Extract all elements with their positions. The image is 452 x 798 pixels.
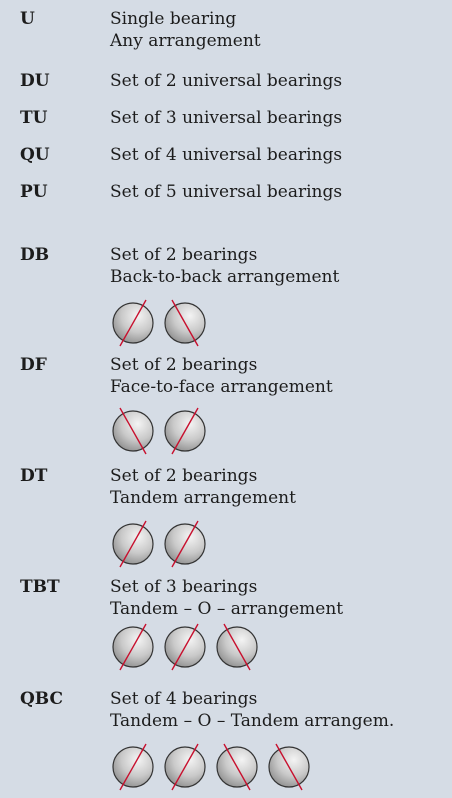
description-line-1: Set of 5 universal bearings: [110, 182, 343, 202]
description-line-2: Any arrangement: [110, 31, 261, 51]
contact-angle-line: [119, 299, 147, 347]
designation-code: DF: [20, 355, 47, 375]
contact-angle-line: [223, 743, 251, 791]
description-line-2: Tandem – O – arrangement: [110, 599, 344, 619]
bearing-ball-right-contact: [164, 520, 206, 568]
description: Set of 4 bearings Tandem – O – Tandem ar…: [110, 688, 394, 732]
contact-angle-line: [171, 623, 199, 671]
bearing-diagram: [110, 406, 214, 456]
contact-angle-line: [223, 623, 251, 671]
designation-code: TU: [20, 108, 48, 128]
bearing-ball-right-contact: [112, 623, 154, 671]
description-line-1: Set of 4 universal bearings: [110, 145, 343, 165]
description: Set of 4 universal bearings: [110, 144, 342, 166]
designation-code: PU: [20, 182, 48, 202]
description-line-1: Set of 3 universal bearings: [110, 108, 343, 128]
bearing-diagram: [110, 298, 214, 348]
description-line-1: Set of 2 bearings: [110, 466, 258, 486]
description: Set of 2 bearings Tandem arrangement: [110, 465, 296, 509]
designation-code: QBC: [20, 689, 64, 709]
bearing-ball-left-contact: [216, 623, 258, 671]
bearing-ball-right-contact: [112, 520, 154, 568]
description: Set of 2 bearings Back-to-back arrangeme…: [110, 244, 339, 288]
description-line-2: Tandem – O – Tandem arrangem.: [110, 711, 395, 731]
bearing-ball-right-contact: [112, 743, 154, 791]
bearing-diagram: [110, 622, 266, 672]
description: Set of 2 universal bearings: [110, 70, 342, 92]
description-line-1: Set of 2 universal bearings: [110, 71, 343, 91]
bearing-ball-right-contact: [164, 623, 206, 671]
bearing-ball-right-contact: [164, 407, 206, 455]
bearing-diagram: [110, 742, 318, 792]
contact-angle-line: [119, 623, 147, 671]
bearing-ball-right-contact: [164, 743, 206, 791]
designation-code: DT: [20, 466, 48, 486]
contact-angle-line: [171, 743, 199, 791]
description: Set of 2 bearings Face-to-face arrangeme…: [110, 354, 333, 398]
description-line-1: Set of 2 bearings: [110, 245, 258, 265]
contact-angle-line: [171, 407, 199, 455]
description-line-2: Face-to-face arrangement: [110, 377, 333, 397]
description: Single bearing Any arrangement: [110, 8, 261, 52]
designation-code: DB: [20, 245, 50, 265]
description: Set of 5 universal bearings: [110, 181, 342, 203]
description-line-2: Tandem arrangement: [110, 488, 296, 508]
bearing-ball-left-contact: [268, 743, 310, 791]
bearing-ball-left-contact: [112, 407, 154, 455]
contact-angle-line: [119, 407, 147, 455]
description-line-1: Set of 4 bearings: [110, 689, 258, 709]
description: Set of 3 universal bearings: [110, 107, 342, 129]
bearing-ball-left-contact: [216, 743, 258, 791]
bearing-ball-right-contact: [112, 299, 154, 347]
description: Set of 3 bearings Tandem – O – arrangeme…: [110, 576, 343, 620]
designation-code: DU: [20, 71, 50, 91]
designation-code: U: [20, 9, 35, 29]
contact-angle-line: [275, 743, 303, 791]
description-line-1: Set of 2 bearings: [110, 355, 258, 375]
contact-angle-line: [119, 520, 147, 568]
contact-angle-line: [171, 520, 199, 568]
contact-angle-line: [119, 743, 147, 791]
bearing-diagram: [110, 519, 214, 569]
description-line-1: Single bearing: [110, 9, 237, 29]
bearing-ball-left-contact: [164, 299, 206, 347]
contact-angle-line: [171, 299, 199, 347]
description-line-2: Back-to-back arrangement: [110, 267, 340, 287]
description-line-1: Set of 3 bearings: [110, 577, 258, 597]
designation-code: QU: [20, 145, 50, 165]
designation-code: TBT: [20, 577, 60, 597]
